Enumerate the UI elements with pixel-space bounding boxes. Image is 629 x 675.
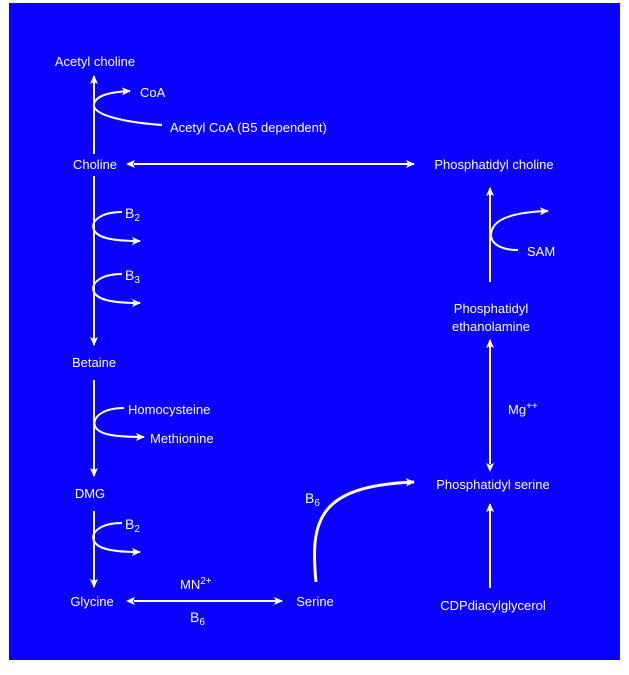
label-homocysteine: Homocysteine [128, 402, 211, 417]
label-b6-serine: B6 [305, 490, 320, 509]
label-b3: B3 [125, 267, 140, 286]
node-cdpdiacylglycerol: CDPdiacylglycerol [440, 598, 546, 613]
label-coa: CoA [140, 85, 166, 100]
arrow-methionine [93, 407, 145, 441]
node-betaine: Betaine [71, 355, 117, 370]
node-glycine: Glycine [70, 594, 114, 609]
arrow-b3 [92, 273, 141, 307]
label-methionine: Methionine [150, 431, 214, 446]
node-phosphatidyl-ethanolamine-line2: ethanolamine [451, 319, 531, 334]
node-choline: Choline [72, 157, 118, 172]
label-b6-glycine: B6 [190, 609, 205, 628]
label-mg: Mg++ [508, 401, 538, 417]
node-acetyl-choline: Acetyl choline [54, 54, 136, 69]
node-phosphatidyl-choline: Phosphatidyl choline [434, 157, 554, 172]
node-dmg: DMG [74, 486, 106, 501]
label-sam: SAM [527, 244, 556, 259]
arrow-coa [92, 87, 163, 126]
node-phosphatidyl-ethanolamine-line1: Phosphatidyl [453, 301, 529, 316]
arrow-serine-to-phosphatidylserine [313, 478, 415, 583]
label-mn: MN2+ [180, 576, 212, 592]
label-b2-second: B2 [125, 516, 140, 535]
label-acetyl-coa: Acetyl CoA (B5 dependent) [170, 120, 327, 135]
arrow-sam [490, 207, 549, 251]
node-phosphatidyl-serine: Phosphatidyl serine [436, 477, 550, 492]
node-serine: Serine [296, 594, 334, 609]
label-b2-first: B2 [125, 205, 140, 224]
arrow-b2-second [92, 522, 141, 556]
arrow-b2-first [92, 211, 141, 245]
